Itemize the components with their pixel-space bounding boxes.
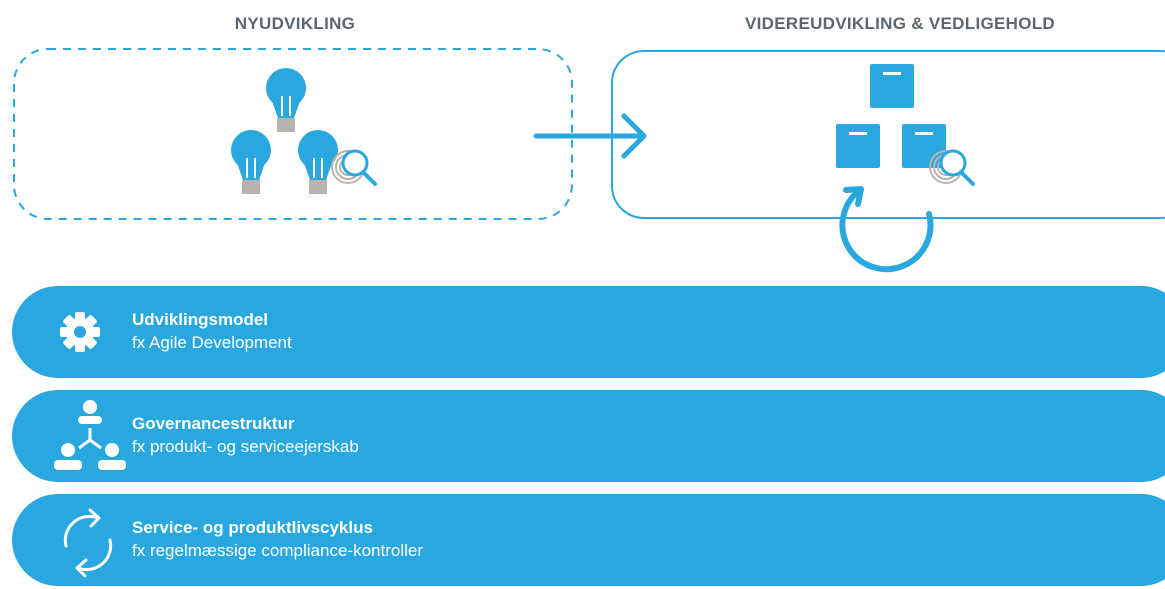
row-udviklingsmodel: Udviklingsmodel fx Agile Development [12,286,1165,378]
row-livscyklus: Service- og produktlivscyklus fx regelmæ… [12,494,1165,586]
lightbulb-icon [265,67,307,133]
row-title: Service- og produktlivscyklus [132,518,373,537]
row-subtitle: fx Agile Development [132,333,292,352]
row-subtitle: fx regelmæssige compliance-kontroller [132,541,424,560]
cycle-arrow-icon [839,186,934,273]
nyudvikling-heading: NYUDVIKLING [234,14,356,33]
lightbulb-icon [230,129,272,195]
videreudvikling-heading: VIDEREUDVIKLING & VEDLIGEHOLD [744,14,1055,33]
gear-icon [50,302,130,366]
nyudvikling-panel [13,48,573,220]
row-governancestruktur: Governancestruktur fx produkt- og servic… [12,390,1165,482]
box-icon [836,124,880,168]
videreudvikling-panel [611,50,1165,219]
row-subtitle: fx produkt- og serviceejerskab [132,437,359,456]
process-diagram [13,48,1165,273]
row-title: Governancestruktur [132,414,295,433]
row-title: Udviklingsmodel [132,310,269,329]
box-icon [870,64,914,108]
arrow-right-icon [533,113,647,159]
fingerprint-search-icon [330,149,377,186]
org-structure-icon [42,398,132,478]
refresh-cycle-icon [52,504,132,584]
